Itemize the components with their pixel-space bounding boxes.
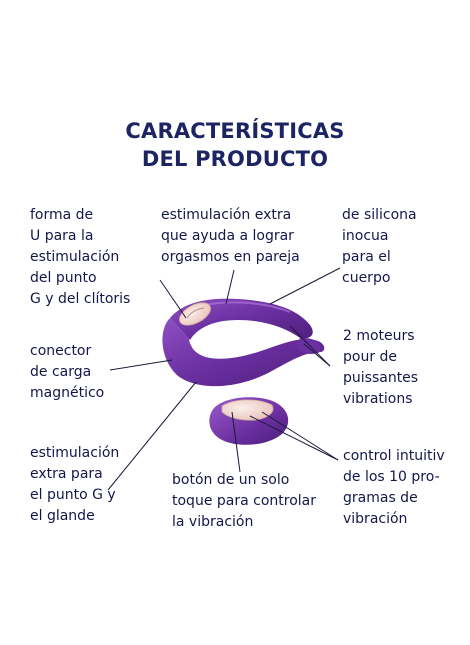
label-line: vibrations xyxy=(343,391,413,407)
label-line: vibración xyxy=(343,511,408,527)
label-line: estimulación extra xyxy=(161,207,292,223)
label-line: conector xyxy=(30,343,92,359)
leader-conector xyxy=(109,359,173,371)
label-line: extra para xyxy=(30,466,103,482)
label-line: orgasmos en pareja xyxy=(161,249,300,265)
leader-estim-g xyxy=(107,381,197,491)
label-line: estimulación xyxy=(30,249,120,265)
label-estimulacion-extra: estimulación extra que ayuda a lograr or… xyxy=(161,205,300,268)
label-line: estimulación xyxy=(30,445,120,461)
label-forma-u: forma de U para la estimulación del punt… xyxy=(30,205,130,310)
label-line: magnético xyxy=(30,385,105,401)
label-boton: botón de un solo toque para controlar la… xyxy=(172,470,316,533)
title-line-1: CARACTERÍSTICAS xyxy=(125,119,345,143)
leader-control-1 xyxy=(261,411,339,461)
label-line: pour de xyxy=(343,349,398,365)
label-line: G y del clítoris xyxy=(30,291,131,307)
leader-silicona xyxy=(269,267,341,305)
leader-control-2 xyxy=(249,415,339,461)
label-moteurs: 2 moteurs pour de puissantes vibrations xyxy=(343,326,418,410)
label-line: inocua xyxy=(342,228,389,244)
label-line: toque para controlar xyxy=(172,493,316,509)
label-line: puissantes xyxy=(343,370,419,386)
title-line-2: DEL PRODUCTO xyxy=(141,147,329,171)
label-line: el glande xyxy=(30,508,95,524)
label-line: control intuitiv xyxy=(343,448,445,464)
leader-moteurs-1 xyxy=(289,325,331,367)
leader-lines xyxy=(107,267,341,491)
leader-forma xyxy=(159,279,187,319)
label-line: gramas de xyxy=(343,490,418,506)
page-title: CARACTERÍSTICAS DEL PRODUCTO xyxy=(0,117,470,173)
label-line: de silicona xyxy=(342,207,417,223)
label-line: de carga xyxy=(30,364,92,380)
label-line: forma de xyxy=(30,207,94,223)
label-silicona: de silicona inocua para el cuerpo xyxy=(342,205,417,289)
label-line: de los 10 pro- xyxy=(343,469,440,485)
label-line: cuerpo xyxy=(342,270,391,286)
label-conector: conector de carga magnético xyxy=(30,341,104,404)
leader-estim-extra xyxy=(225,269,235,305)
leader-boton xyxy=(231,411,241,473)
label-line: botón de un solo xyxy=(172,472,290,488)
label-estimulacion-punto-g: estimulación extra para el punto G y el … xyxy=(30,443,119,527)
label-line: que ayuda a lograr xyxy=(161,228,294,244)
label-line: del punto xyxy=(30,270,97,286)
label-control: control intuitiv de los 10 pro- gramas d… xyxy=(343,446,445,530)
label-line: la vibración xyxy=(172,514,254,530)
vibrator-icon xyxy=(162,298,325,387)
leader-moteurs-2 xyxy=(303,343,331,367)
label-line: 2 moteurs xyxy=(343,328,415,344)
label-line: el punto G y xyxy=(30,487,116,503)
remote-icon xyxy=(209,397,289,445)
label-line: U para la xyxy=(30,228,94,244)
label-line: para el xyxy=(342,249,391,265)
